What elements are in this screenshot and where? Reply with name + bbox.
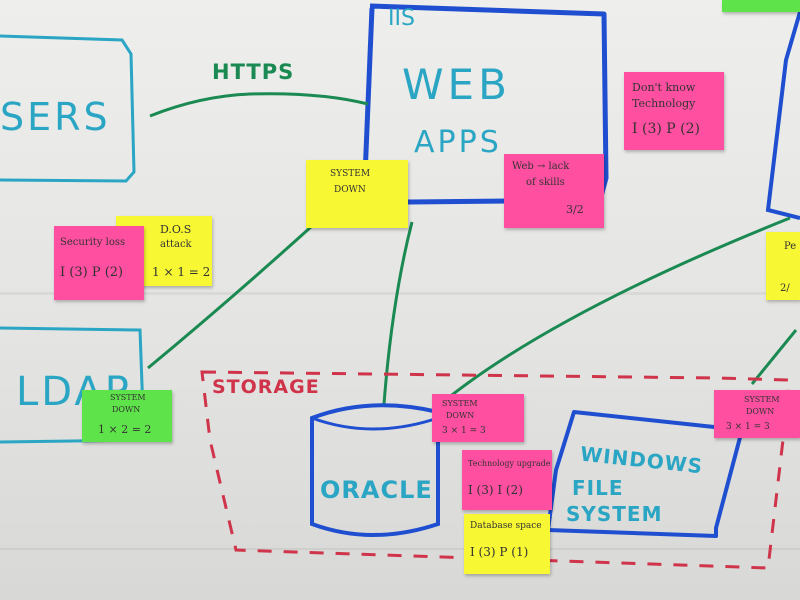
note-text: Pe bbox=[784, 241, 797, 252]
sticky-note-web-lack-of-skills: Web → lack of skills 3/2 bbox=[504, 154, 604, 228]
note-text: Technology bbox=[632, 97, 696, 110]
note-text: 2/ bbox=[780, 283, 790, 294]
note-text: I (3) P (2) bbox=[632, 121, 700, 137]
note-text: 3/2 bbox=[566, 203, 584, 216]
https-label: HTTPS bbox=[212, 60, 295, 84]
sticky-note-dont-know-technology: Don't know Technology I (3) P (2) bbox=[624, 72, 724, 150]
note-text: DOWN bbox=[746, 407, 775, 416]
note-text: 1 × 2 = 2 bbox=[98, 423, 152, 436]
paper-fold bbox=[0, 548, 800, 550]
oracle-connector bbox=[382, 221, 414, 405]
note-text: DOWN bbox=[112, 405, 141, 414]
note-text: 3 × 1 = 3 bbox=[442, 426, 486, 436]
note-text: DOWN bbox=[446, 411, 475, 420]
note-text: Technology upgrade bbox=[468, 459, 551, 468]
sticky-note-windows-system-down: SYSTEM DOWN 3 × 1 = 3 bbox=[714, 390, 800, 438]
users-box bbox=[0, 34, 136, 183]
storage-connector bbox=[447, 216, 791, 400]
users-label: SERS bbox=[0, 95, 111, 139]
note-text: 1 × 1 = 2 bbox=[152, 265, 211, 279]
note-text: of skills bbox=[526, 177, 565, 188]
note-text: DOWN bbox=[334, 185, 366, 195]
sticky-note-corner bbox=[722, 0, 800, 12]
oracle-label: ORACLE bbox=[320, 476, 433, 504]
ldap-connector bbox=[147, 224, 314, 370]
file-label: FILE bbox=[572, 476, 624, 500]
storage-label: STORAGE bbox=[212, 376, 320, 398]
sticky-note-ldap-system-down: SYSTEM DOWN 1 × 2 = 2 bbox=[82, 390, 172, 442]
sticky-note-right-edge: Pe 2/ bbox=[766, 232, 800, 300]
note-text: SYSTEM bbox=[330, 169, 371, 179]
note-text: Don't know bbox=[632, 81, 696, 94]
note-text: I (3) P (2) bbox=[60, 265, 124, 280]
note-text: Web → lack bbox=[512, 161, 570, 172]
note-text: 3 × 1 = 3 bbox=[726, 422, 770, 432]
ldap-box bbox=[0, 326, 146, 444]
note-text: attack bbox=[160, 239, 192, 250]
note-text: SYSTEM bbox=[744, 395, 780, 404]
note-text: SYSTEM bbox=[110, 393, 146, 402]
note-text: D.O.S bbox=[160, 223, 192, 236]
system-label: SYSTEM bbox=[566, 502, 663, 526]
sticky-note-technology-upgrade: Technology upgrade I (3) I (2) bbox=[462, 450, 552, 510]
oracle-cylinder bbox=[310, 403, 440, 537]
apps-label: APPS bbox=[414, 125, 502, 160]
note-text: I (3) I (2) bbox=[468, 483, 523, 497]
https-connector bbox=[149, 92, 369, 118]
sticky-note-oracle-system-down: SYSTEM DOWN 3 × 1 = 3 bbox=[432, 394, 524, 442]
sticky-note-security-loss: Security loss I (3) P (2) bbox=[54, 226, 144, 300]
sticky-note-database-space: Database space I (3) P (1) bbox=[464, 514, 550, 574]
web-label: WEB bbox=[402, 60, 511, 109]
sticky-note-system-down: SYSTEM DOWN bbox=[306, 160, 408, 228]
iis-label: IIS bbox=[388, 6, 415, 31]
note-text: SYSTEM bbox=[442, 399, 478, 408]
note-text: Database space bbox=[470, 521, 542, 531]
paper-fold bbox=[0, 292, 800, 295]
windows-connector bbox=[750, 329, 798, 385]
note-text: I (3) P (1) bbox=[470, 545, 529, 559]
right-box bbox=[765, 11, 800, 220]
note-text: Security loss bbox=[60, 237, 126, 248]
